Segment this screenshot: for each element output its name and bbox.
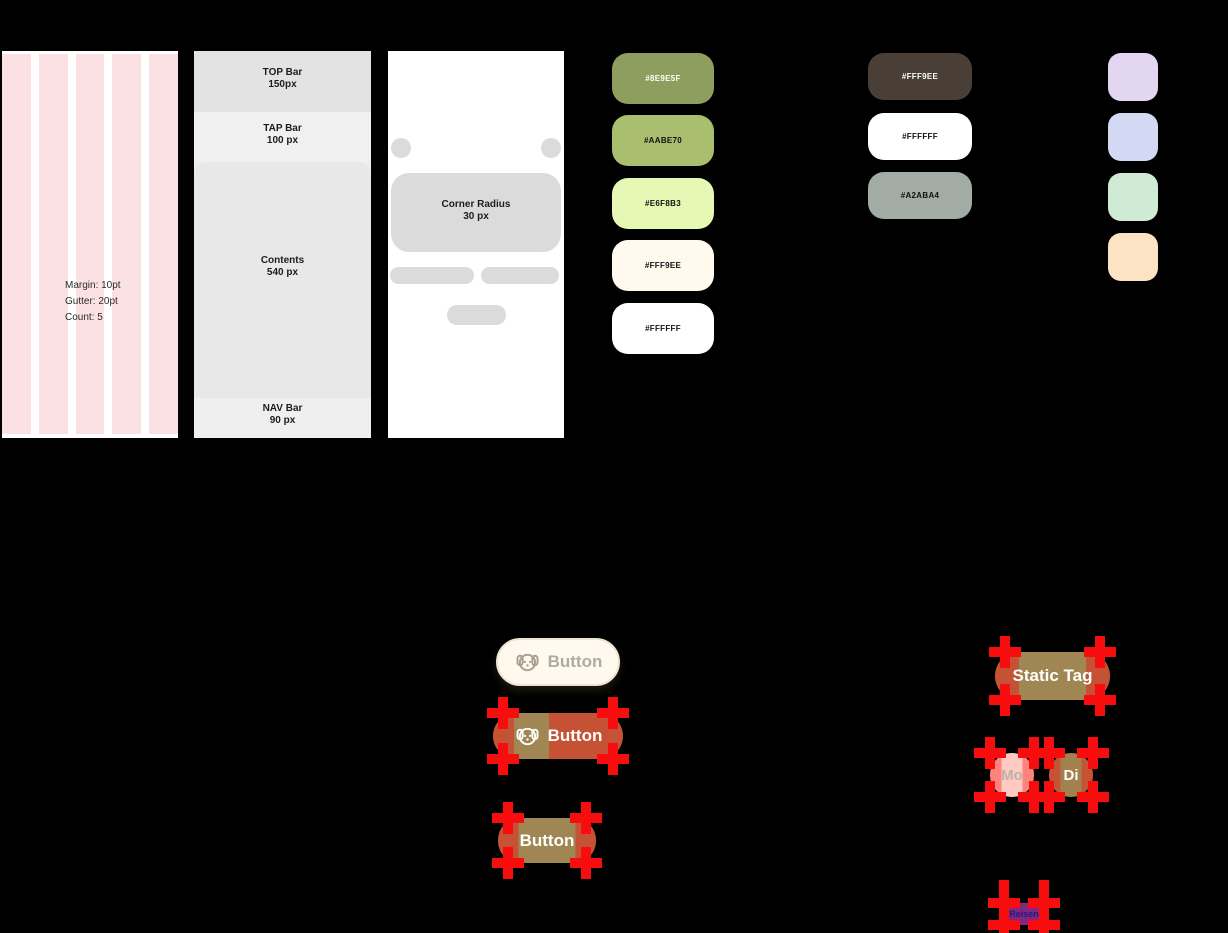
- tag-label: Static Tag: [1012, 666, 1093, 685]
- wireframe-pill: [390, 267, 474, 284]
- color-swatch[interactable]: #FFF9EE: [868, 53, 972, 100]
- grid-gutter-label: Gutter: 20pt: [65, 296, 118, 307]
- color-swatch[interactable]: #E6F8B3: [612, 178, 714, 229]
- grid-count-label: Count: 5: [65, 312, 103, 323]
- color-swatch-label: #E6F8B3: [645, 199, 681, 208]
- contents-section: Contents 540 px: [194, 162, 371, 398]
- button-selected[interactable]: Button: [492, 802, 602, 879]
- contents-label: Contents 540 px: [260, 255, 305, 278]
- static-tag[interactable]: Static Tag: [989, 636, 1116, 716]
- pastel-swatch[interactable]: [1108, 173, 1158, 221]
- wireframe-circle: [391, 138, 411, 158]
- color-swatch[interactable]: #FFFFFF: [868, 113, 972, 160]
- grid-spec-frame[interactable]: Margin: 10pt Gutter: 20pt Count: 5: [2, 51, 178, 438]
- top-bar-section: TOP Bar 150px: [194, 51, 371, 112]
- nav-bar-section: NAV Bar 90 px: [194, 398, 371, 438]
- nav-bar-label: NAV Bar 90 px: [262, 403, 303, 426]
- color-swatch-label: #AABE70: [643, 136, 683, 145]
- pastel-swatch[interactable]: [1108, 53, 1158, 101]
- wireframe-card: Corner Radius 30 px: [391, 173, 561, 252]
- button-label: Button: [519, 830, 575, 850]
- mini-tag[interactable]: Reisen: [988, 880, 1060, 933]
- grid-column: [2, 54, 31, 434]
- top-bar-label: TOP Bar 150px: [262, 67, 303, 90]
- color-swatch[interactable]: #8E9E5F: [612, 53, 714, 104]
- button-icon-selected[interactable]: Button: [487, 697, 629, 775]
- grid-column: [112, 54, 142, 434]
- button-label: Button: [547, 726, 603, 745]
- color-swatch[interactable]: #FFF9EE: [612, 240, 714, 291]
- button-default[interactable]: Button: [496, 638, 620, 686]
- wireframe-pill: [481, 267, 559, 284]
- dog-icon: [516, 653, 539, 671]
- button-label: Button: [547, 652, 603, 671]
- color-swatch-label: #FFF9EE: [901, 72, 939, 81]
- color-swatch-label: #FFFFFF: [645, 324, 681, 333]
- color-swatch-label: #FFF9EE: [644, 261, 682, 270]
- tag-label: Reisen: [1009, 909, 1039, 919]
- color-swatch-label: #FFFFFF: [902, 132, 938, 141]
- day-chip-active[interactable]: Di: [1033, 737, 1109, 813]
- corner-radius-label: Corner Radius 30 px: [441, 199, 511, 222]
- grid-column: [38, 54, 68, 434]
- color-swatch-label: #A2ABA4: [900, 191, 940, 200]
- dog-icon: [516, 727, 539, 745]
- color-swatch[interactable]: #A2ABA4: [868, 172, 972, 219]
- day-chip-inactive[interactable]: Mo: [974, 737, 1050, 813]
- day-label: Mo: [1001, 766, 1023, 784]
- pastel-swatch[interactable]: [1108, 113, 1158, 161]
- radius-spec-frame[interactable]: Corner Radius 30 px: [388, 51, 564, 438]
- grid-column: [75, 54, 105, 434]
- wireframe-pill: [447, 305, 506, 325]
- color-swatch-label: #8E9E5F: [645, 74, 681, 83]
- color-swatch[interactable]: #FFFFFF: [612, 303, 714, 354]
- layout-spec-frame[interactable]: TOP Bar 150px TAP Bar 100 px Contents 54…: [194, 51, 371, 438]
- tap-bar-label: TAP Bar 100 px: [263, 123, 302, 146]
- grid-margin-label: Margin: 10pt: [65, 280, 121, 291]
- pastel-swatch[interactable]: [1108, 233, 1158, 281]
- wireframe-circle: [541, 138, 561, 158]
- grid-column: [149, 54, 178, 434]
- tap-bar-section: TAP Bar 100 px: [194, 112, 371, 162]
- grid-spec-text: Margin: 10pt Gutter: 20pt Count: 5: [65, 278, 121, 326]
- day-label: Di: [1063, 766, 1079, 784]
- color-swatch[interactable]: #AABE70: [612, 115, 714, 166]
